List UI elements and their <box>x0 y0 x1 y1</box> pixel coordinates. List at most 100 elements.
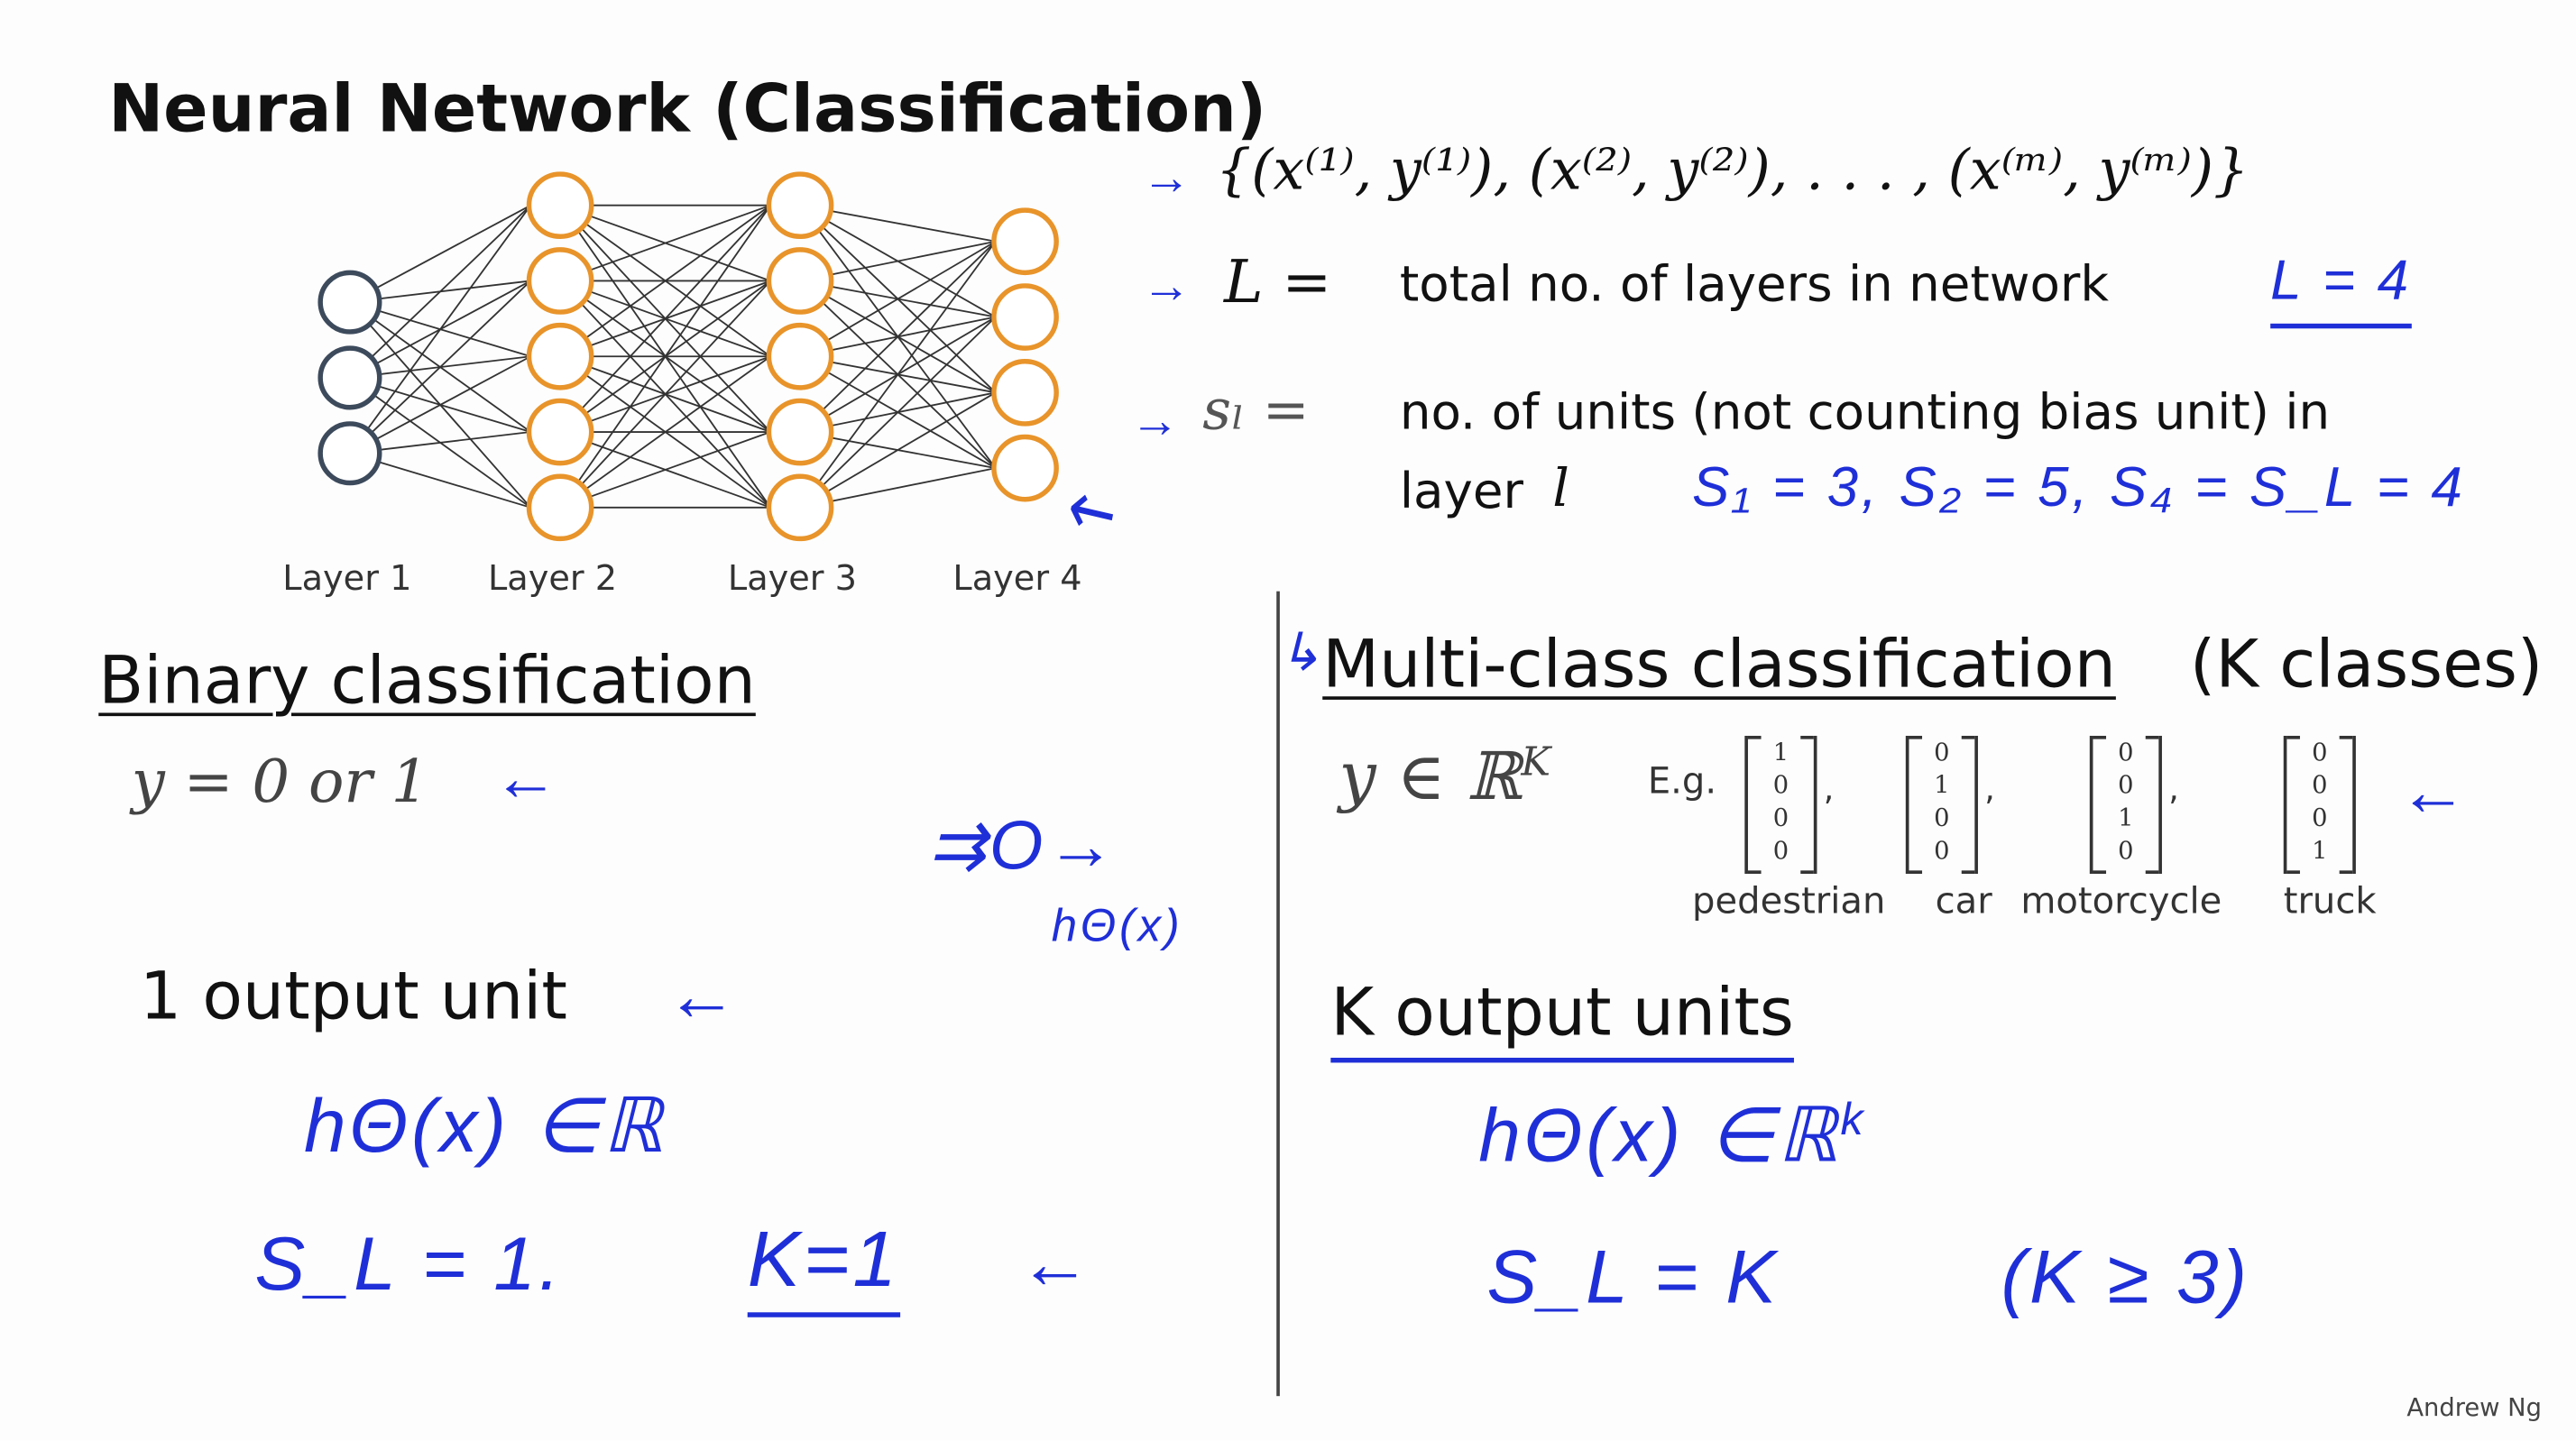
multi-h-def-text: hΘ(x) ∈ℝ <box>1478 1092 1841 1178</box>
divider <box>1276 591 1280 1397</box>
multi-output: K output units <box>1330 976 1794 1063</box>
neuron-unit <box>991 283 1059 351</box>
multi-sl: S_L = K <box>1486 1233 1780 1319</box>
comma: , <box>2168 768 2179 809</box>
neuron-unit <box>317 270 382 335</box>
vector-entry: 0 <box>2312 737 2328 767</box>
bracket <box>2093 870 2107 874</box>
vector-entry: 0 <box>1934 803 1950 833</box>
multi-y-def-sup: K <box>1521 739 1551 785</box>
L-definition: total no. of layers in network <box>1399 256 2110 314</box>
output-node-sketch: ⇉O→ <box>928 806 1119 884</box>
neuron-unit <box>991 434 1059 502</box>
s-symbol: sₗ = <box>1202 377 1310 444</box>
neuron-unit <box>317 421 382 486</box>
binary-sl: S_L = 1. <box>254 1220 564 1307</box>
neural-network-diagram <box>317 171 1059 542</box>
bracket <box>2145 870 2159 874</box>
connection <box>559 205 771 433</box>
neuron-unit <box>766 322 834 390</box>
vector-entry: 0 <box>1934 737 1950 767</box>
neuron-unit <box>766 171 834 240</box>
training-set: {(x⁽¹⁾, y⁽¹⁾), (x⁽²⁾, y⁽²⁾), . . . , (x⁽… <box>1215 137 2249 204</box>
connection <box>559 204 771 357</box>
neuron-unit <box>991 207 1059 276</box>
connection <box>349 280 531 454</box>
connection <box>799 316 997 509</box>
vector-entry: 0 <box>2312 770 2328 801</box>
connection <box>559 205 771 509</box>
multi-heading: Multi-class classification <box>1322 627 2116 703</box>
neuron-unit <box>317 345 382 410</box>
slide-title: Neural Network (Classification) <box>108 72 1267 148</box>
bracket <box>1909 870 1923 874</box>
vector-entry: 1 <box>1934 770 1950 801</box>
multi-heading-suffix: (K classes) <box>2189 627 2544 703</box>
bracket <box>1800 735 1814 739</box>
arrow-icon: → <box>1141 151 1195 206</box>
vector-entry: 1 <box>1772 737 1789 767</box>
connection <box>559 431 771 509</box>
arrow-left-icon: ← <box>1018 1223 1095 1305</box>
s-note: S₁ = 3, S₂ = 5, S₄ = S_L = 4 <box>1692 456 2466 519</box>
layer-label-3: Layer 3 <box>727 558 858 598</box>
binary-heading: Binary classification <box>98 643 756 720</box>
connection <box>799 240 997 358</box>
connection <box>799 391 997 509</box>
connection <box>799 241 997 509</box>
neuron-unit <box>766 247 834 315</box>
s-definition-var: l <box>1552 456 1569 519</box>
multi-condition: (K ≥ 3) <box>2001 1233 2250 1319</box>
layer-label-1: Layer 1 <box>282 558 412 598</box>
bracket <box>2286 870 2300 874</box>
binary-h-def: hΘ(x) ∈ℝ <box>303 1082 667 1169</box>
arrow-icon: → <box>1141 259 1195 314</box>
L-symbol: L = <box>1223 249 1332 317</box>
class-label-truck: truck <box>2283 882 2377 923</box>
binary-k: K=1 <box>747 1216 900 1317</box>
eg-label: E.g. <box>1647 762 1717 803</box>
neuron-unit <box>526 398 594 466</box>
corner-arrow-icon: ↳ <box>1278 622 1326 682</box>
connection <box>559 355 771 509</box>
neuron-unit <box>526 473 594 542</box>
arrow-left-icon: ← <box>492 742 562 815</box>
arrow-icon: → <box>1130 394 1183 449</box>
bracket <box>2339 735 2353 739</box>
bracket <box>2145 735 2159 739</box>
neuron-unit <box>526 247 594 315</box>
connection <box>349 205 532 454</box>
connection <box>349 355 531 454</box>
neuron-unit <box>526 322 594 390</box>
class-label-motorcycle: motorcycle <box>2020 882 2222 923</box>
vector-entry: 0 <box>2118 770 2134 801</box>
sketch-label: hΘ(x) <box>1051 900 1183 951</box>
multi-y-def-text: y ∈ ℝ <box>1339 739 1522 816</box>
layer-label-2: Layer 2 <box>487 558 618 598</box>
arrow-left-icon: ← <box>665 956 741 1037</box>
arrow-left-icon: ← <box>2398 752 2471 830</box>
layer-label-4: Layer 4 <box>952 558 1082 598</box>
bracket <box>2339 870 2353 874</box>
connection <box>349 205 531 379</box>
s-definition-line1: no. of units (not counting bias unit) in <box>1399 384 2331 442</box>
class-label-car: car <box>1935 882 1992 923</box>
vector-entry: 0 <box>1934 836 1950 866</box>
s-definition-line2: layer <box>1399 463 1523 521</box>
comma: , <box>1984 768 1995 809</box>
vector-entry: 0 <box>2118 836 2134 866</box>
bracket <box>1747 735 1762 739</box>
neuron-unit <box>991 358 1059 427</box>
bracket <box>1961 870 1975 874</box>
comma: , <box>1823 768 1835 809</box>
vector-entry: 1 <box>2118 803 2134 833</box>
bracket <box>1800 870 1814 874</box>
multi-h-def: hΘ(x) ∈ℝk <box>1478 1090 1866 1179</box>
connection <box>349 204 531 303</box>
neuron-unit <box>766 398 834 466</box>
bracket <box>1747 870 1762 874</box>
vector-entry: 0 <box>2312 803 2328 833</box>
